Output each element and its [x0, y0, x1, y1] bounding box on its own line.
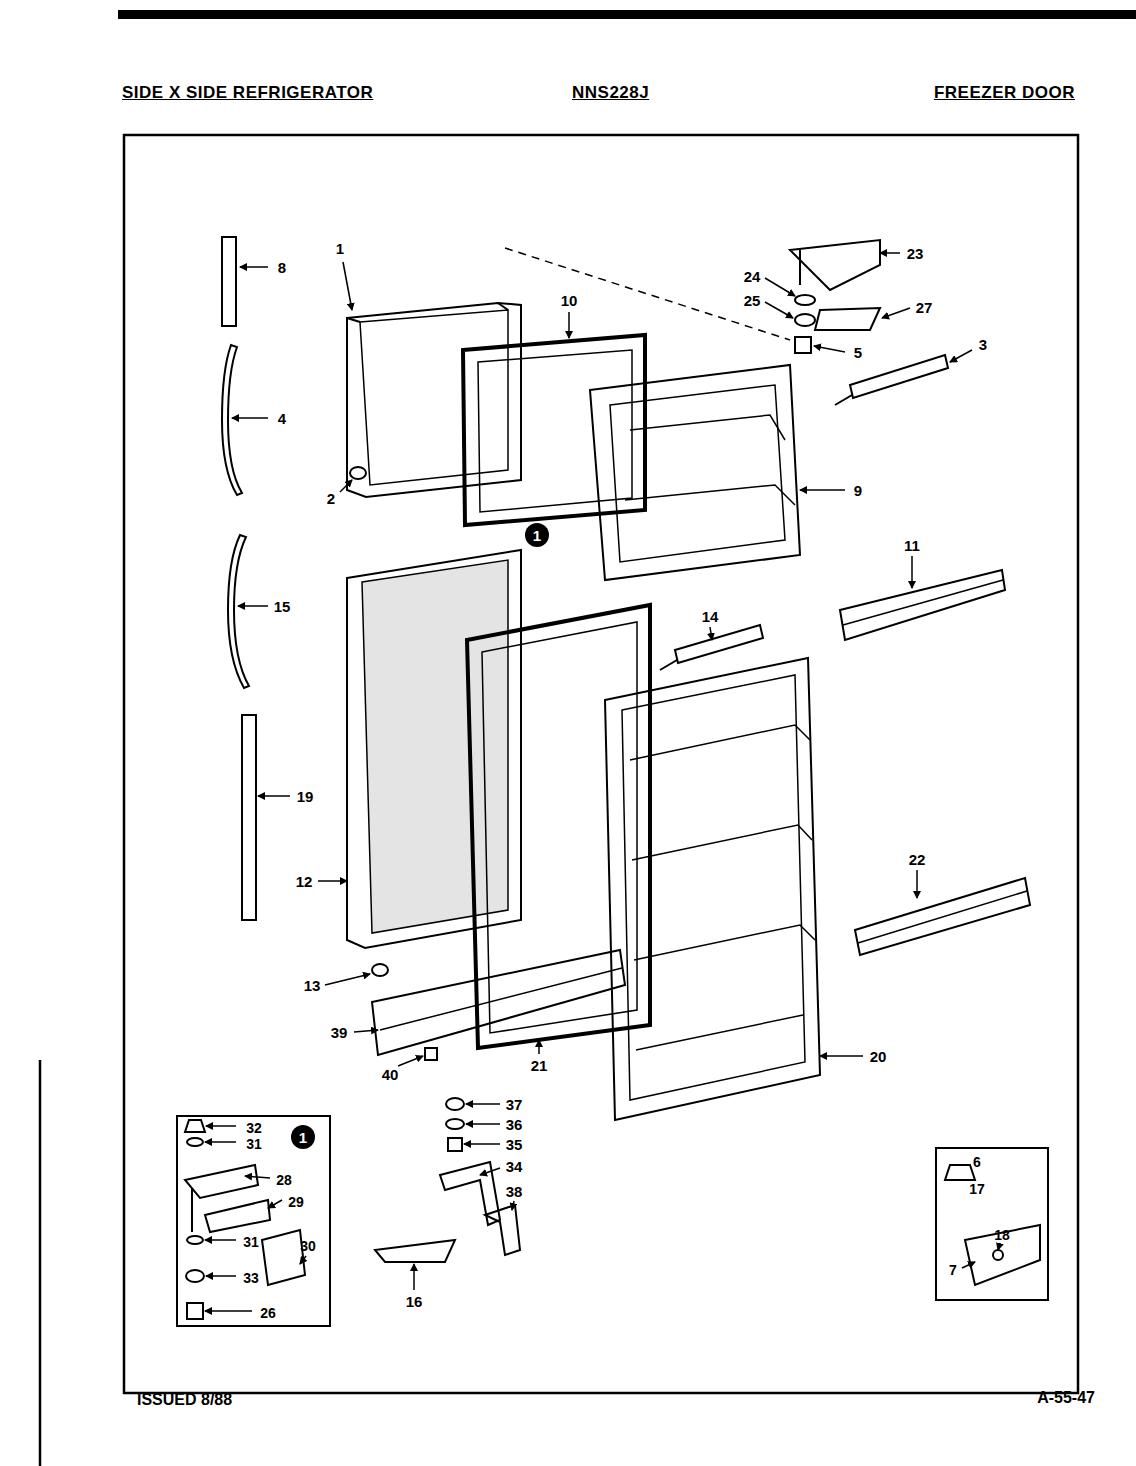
inset-box: 6 17 18 7 [935, 1147, 1049, 1301]
callout-number: 24 [744, 269, 761, 284]
callout-number: 26 [260, 1306, 276, 1320]
circled-reference: 1 [291, 1125, 315, 1149]
callout-number: 31 [246, 1137, 262, 1151]
callout-number: 31 [243, 1235, 259, 1249]
footer-text: ISSUED 8/88 [137, 1392, 232, 1408]
callout-number: 35 [506, 1137, 523, 1152]
footer-text: A-55-47 [1037, 1390, 1095, 1406]
callout-number: 4 [278, 411, 286, 426]
callout-number: 30 [300, 1239, 316, 1253]
callout-number: 38 [506, 1184, 523, 1199]
callout-number: 1 [336, 241, 344, 256]
inset-box: 32 31 28 29 31 30 33 26 1 [176, 1115, 331, 1327]
callout-number: 2 [327, 491, 335, 506]
callout-number: 13 [304, 978, 321, 993]
header-text: NNS228J [572, 84, 649, 101]
callout-number: 29 [288, 1195, 304, 1209]
callout-number: 27 [916, 300, 933, 315]
callout-number: 34 [506, 1159, 523, 1174]
callout-number: 40 [382, 1067, 399, 1082]
header-text: SIDE X SIDE REFRIGERATOR [122, 84, 373, 101]
callout-number: 37 [506, 1097, 523, 1112]
callout-number: 10 [561, 293, 578, 308]
callout-number: 14 [702, 609, 719, 624]
callout-number: 6 [973, 1155, 981, 1169]
callout-number: 8 [278, 260, 286, 275]
callout-number: 20 [870, 1049, 887, 1064]
callout-number: 36 [506, 1117, 523, 1132]
callout-number: 3 [979, 337, 987, 352]
callout-number: 17 [969, 1182, 985, 1196]
callout-number: 28 [276, 1173, 292, 1187]
callout-number: 21 [531, 1058, 548, 1073]
callout-number: 18 [994, 1228, 1010, 1242]
callout-number: 32 [246, 1121, 262, 1135]
callout-number: 23 [907, 246, 924, 261]
callout-number: 33 [243, 1271, 259, 1285]
callout-number: 25 [744, 293, 761, 308]
callout-number: 15 [274, 599, 291, 614]
callout-number: 1 [533, 528, 541, 543]
callout-number: 16 [406, 1294, 423, 1309]
callout-number: 11 [904, 538, 920, 553]
callout-number: 19 [297, 789, 314, 804]
callout-number: 22 [909, 852, 926, 867]
circled-reference: 1 [525, 523, 549, 547]
callout-number: 1 [299, 1130, 307, 1145]
header-text: FREEZER DOOR [934, 84, 1075, 101]
callout-number: 9 [854, 483, 862, 498]
callout-number: 7 [949, 1263, 957, 1277]
callout-number: 39 [331, 1025, 348, 1040]
callout-number: 12 [296, 874, 313, 889]
callout-number: 5 [854, 345, 862, 360]
